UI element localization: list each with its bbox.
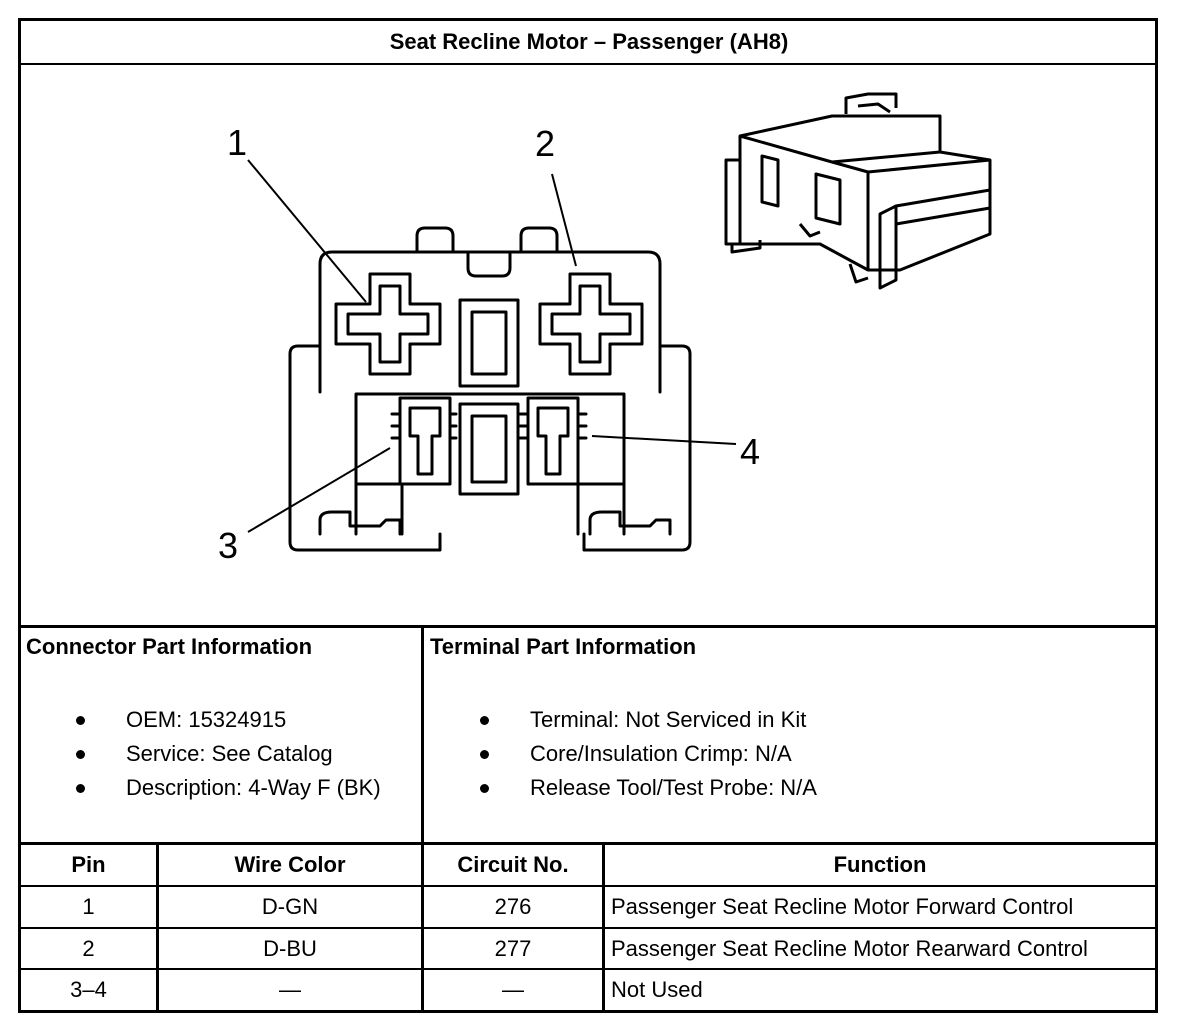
- table-header-wire-color: Wire Color: [234, 852, 346, 877]
- info-divider: [421, 627, 424, 844]
- table-col2-line: [421, 844, 424, 1012]
- diagram-divider: [20, 625, 1158, 628]
- function-cell: Passenger Seat Recline Motor Rearward Co…: [611, 935, 1088, 961]
- circuit-no-cell: 277: [494, 935, 532, 961]
- leader-line-pin-2: [551, 173, 577, 267]
- terminal-info-list: Terminal: Not Serviced in Kit Core/Insul…: [480, 703, 817, 805]
- table-header-pin: Pin: [71, 852, 106, 877]
- circuit-no-cell: —: [502, 977, 524, 1002]
- connector-isometric-view: [724, 92, 992, 290]
- table-header-circuit-no: Circuit No.: [457, 852, 569, 877]
- table-col3-line: [602, 844, 605, 1012]
- table-header-line: [20, 885, 1158, 887]
- pin-label-1: 1: [227, 122, 247, 163]
- list-item: Service: See Catalog: [76, 737, 381, 771]
- connector-info-list: OEM: 15324915 Service: See Catalog Descr…: [76, 703, 381, 805]
- table-header-function: Function: [833, 852, 927, 877]
- frame-top: [20, 18, 1158, 21]
- frame-left: [18, 18, 21, 1013]
- bullet-icon: [480, 750, 489, 759]
- frame-right: [1155, 18, 1158, 1013]
- leader-line-pin-1: [247, 159, 367, 303]
- table-row1-line: [20, 927, 1158, 929]
- page-title: Seat Recline Motor – Passenger (AH8): [389, 29, 789, 54]
- bullet-icon: [480, 784, 489, 793]
- function-cell: Passenger Seat Recline Motor Forward Con…: [611, 894, 1074, 919]
- connector-info-heading: Connector Part Information: [26, 634, 313, 659]
- list-item: Description: 4-Way F (BK): [76, 771, 381, 805]
- table-top-line: [20, 842, 1158, 845]
- terminal-info-heading: Terminal Part Information: [430, 634, 697, 659]
- wire-color-cell: —: [279, 977, 301, 1002]
- pin-cell: 3–4: [70, 977, 107, 1002]
- pin-cell: 2: [82, 935, 95, 961]
- table-row2-line: [20, 968, 1158, 970]
- bullet-icon: [76, 784, 85, 793]
- pin-label-2: 2: [535, 123, 555, 164]
- function-cell: Not Used: [611, 977, 703, 1002]
- leader-line-pin-3: [247, 447, 391, 533]
- list-item: Core/Insulation Crimp: N/A: [480, 737, 817, 771]
- pin-label-4: 4: [740, 431, 760, 472]
- circuit-no-cell: 276: [494, 894, 532, 919]
- wire-color-cell: D-GN: [261, 894, 319, 919]
- wire-color-cell: D-BU: [263, 935, 317, 961]
- title-divider: [20, 63, 1158, 65]
- frame-bottom: [20, 1010, 1158, 1013]
- bullet-icon: [76, 716, 85, 725]
- connector-face-drawing: 1 2 3 4: [218, 92, 992, 566]
- table-col1-line: [156, 844, 159, 1012]
- list-item: Terminal: Not Serviced in Kit: [480, 703, 817, 737]
- pin-label-3: 3: [218, 525, 238, 566]
- list-item: OEM: 15324915: [76, 703, 381, 737]
- list-item: Release Tool/Test Probe: N/A: [480, 771, 817, 805]
- bullet-icon: [480, 716, 489, 725]
- bullet-icon: [76, 750, 85, 759]
- connector-diagram: 1 2 3 4: [20, 64, 1158, 624]
- leader-line-pin-4: [591, 435, 737, 445]
- pin-cell: 1: [82, 894, 95, 919]
